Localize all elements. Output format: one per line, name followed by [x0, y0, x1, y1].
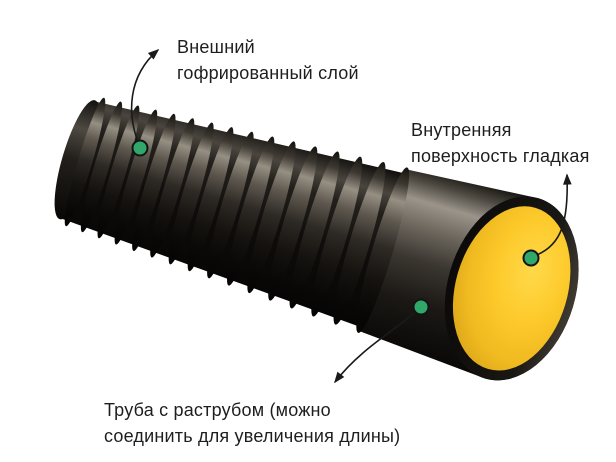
pipe-ridge	[227, 136, 275, 286]
label-inner-surface: Внутренняя поверхность гладкая	[411, 117, 590, 169]
pipe-ridge	[187, 127, 234, 272]
pipe-ridge	[80, 101, 123, 233]
annotation-arrows	[130, 48, 572, 384]
pipe-ridge	[247, 141, 296, 294]
pipe-ridge	[268, 146, 318, 301]
pipe-ridge	[356, 167, 410, 333]
pipe-ridge	[311, 156, 363, 317]
pipe-ridge	[207, 131, 254, 279]
pipe-corrugation-ridges	[64, 97, 410, 333]
pipe-ridge	[168, 122, 214, 265]
marker-dot-inner-surface	[522, 249, 540, 267]
pipe-ridge	[132, 113, 176, 251]
arrow-outer-layer	[130, 48, 160, 148]
pipe-ridge	[333, 161, 386, 325]
label-socket: Труба с раструбом (можно соединить для у…	[104, 397, 400, 449]
pipe-inner-surface	[452, 206, 571, 371]
pipe-body	[54, 97, 579, 381]
marker-dot-outer-layer	[131, 139, 149, 157]
pipe-ridge	[64, 97, 106, 227]
label-outer-layer-line1: Внешний	[177, 37, 255, 57]
label-socket-line2: соединить для увеличения длины)	[104, 426, 401, 446]
pipe-ridge	[150, 118, 195, 258]
label-inner-surface-line2: поверхность гладкая	[411, 146, 590, 166]
marker-dot-socket	[412, 298, 430, 316]
label-outer-layer-line2: гофрированный слой	[177, 63, 359, 83]
label-outer-layer: Внешний гофрированный слой	[177, 34, 359, 86]
pipe-ridge	[97, 105, 140, 239]
arrow-socket	[334, 307, 421, 384]
label-socket-line1: Труба с раструбом (можно	[104, 400, 331, 420]
arrow-inner-surface	[531, 173, 572, 258]
pipe-ridge	[289, 151, 340, 309]
marker-dots	[131, 139, 540, 316]
label-inner-surface-line1: Внутренняя	[411, 120, 512, 140]
